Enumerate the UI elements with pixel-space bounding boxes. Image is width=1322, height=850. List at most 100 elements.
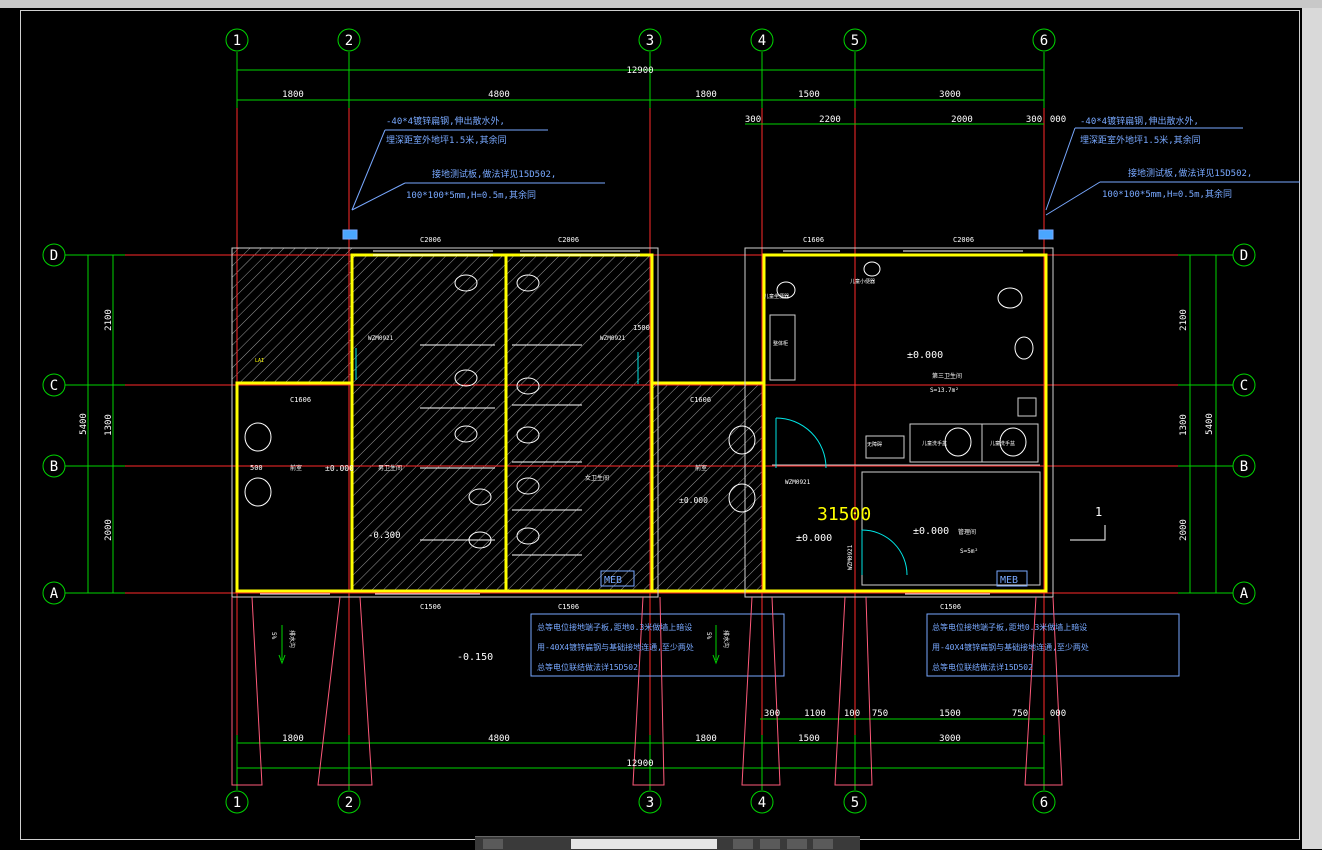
leader-right-mid bbox=[1045, 181, 1101, 216]
label-meb-left: MEB bbox=[604, 575, 622, 586]
label-c1606-top: C1606 bbox=[803, 236, 824, 244]
cabinet-outline bbox=[769, 314, 796, 381]
label-elevation-big: 31500 bbox=[817, 504, 871, 525]
sink-counter-outline bbox=[909, 423, 1039, 463]
label-pct-r: 5% bbox=[705, 632, 712, 640]
axis-label-A-1: A bbox=[1240, 586, 1249, 602]
dim-right-total: 5400 bbox=[1205, 413, 1215, 435]
label-meb-right: MEB bbox=[1000, 575, 1018, 586]
floor-drain bbox=[1017, 397, 1037, 417]
axis-label-D-1: D bbox=[1240, 248, 1248, 264]
dim-sub-top-3: 300 bbox=[1026, 115, 1042, 125]
leader-right-top bbox=[1045, 127, 1076, 211]
dim-sub-bottom-0: 300 bbox=[764, 709, 780, 719]
dim-bottom-1: 4800 bbox=[488, 734, 510, 744]
meb-box-right bbox=[996, 570, 1028, 587]
status-icon-b[interactable] bbox=[733, 839, 753, 849]
axis-label-C-0: C bbox=[50, 378, 58, 394]
meb-box-left bbox=[600, 570, 635, 587]
note-left-top-2: 埋深距室外地坪1.5米,其余同 bbox=[386, 134, 507, 146]
windows bbox=[260, 250, 1023, 595]
dim-total-bottom: 12900 bbox=[626, 759, 653, 769]
note-right-mid-1: 接地测试板,做法详见15D502, bbox=[1128, 167, 1252, 179]
axis-label-1-1: 1 bbox=[233, 795, 241, 811]
wall-room-right bbox=[762, 253, 1048, 593]
foundation-e bbox=[834, 596, 873, 786]
foundation-a bbox=[231, 596, 263, 786]
label-wzm-right2: WZM0921 bbox=[847, 544, 854, 570]
wash-basin-5 bbox=[999, 427, 1027, 457]
axis-bubble-3-1 bbox=[638, 790, 662, 814]
dim-sub-bottom-2: 100 bbox=[844, 709, 860, 719]
note-bottom-left-1: 总等电位接地端子板,距地0.3米做墙上暗设 bbox=[537, 622, 692, 632]
axis-label-2-0: 2 bbox=[345, 33, 353, 49]
label-room-access: 无障碍 bbox=[867, 441, 882, 448]
axis-label-C-1: C bbox=[1240, 378, 1248, 394]
label-slope-l: 排水沟 bbox=[288, 630, 296, 648]
foundation-f bbox=[1024, 596, 1063, 786]
axis-bubble-B-0 bbox=[42, 454, 66, 478]
axis-bubble-6-0 bbox=[1032, 28, 1056, 52]
dim-top-3: 1500 bbox=[798, 90, 820, 100]
wash-basin-2 bbox=[728, 425, 756, 455]
leader-left-mid bbox=[351, 182, 406, 211]
axis-bubble-B-1 bbox=[1232, 454, 1256, 478]
label-elev-left: ±0.000 bbox=[325, 464, 354, 473]
label-elev-4: ±0.000 bbox=[679, 496, 708, 505]
dim-top-0: 1800 bbox=[282, 90, 304, 100]
dim-left-1: 1300 bbox=[104, 414, 114, 436]
label-room-bath-r: 女卫生间 bbox=[585, 474, 609, 482]
label-c2006-c: C2006 bbox=[953, 236, 974, 244]
dim-sub-top-0: 300 bbox=[745, 115, 761, 125]
status-icon-e[interactable] bbox=[813, 839, 833, 849]
door-swings bbox=[355, 348, 908, 576]
axis-label-2-1: 2 bbox=[345, 795, 353, 811]
label-dim-500: 500 bbox=[250, 464, 263, 472]
test-plate-left bbox=[342, 229, 358, 240]
axis-bubble-A-1 bbox=[1232, 581, 1256, 605]
label-elev-1: ±0.000 bbox=[907, 350, 943, 361]
seat-outline bbox=[865, 435, 905, 459]
label-elev-3: ±0.000 bbox=[796, 533, 832, 544]
axis-bubble-D-0 bbox=[42, 243, 66, 267]
axis-bubble-D-1 bbox=[1232, 243, 1256, 267]
label-elev-small: -0.300 bbox=[368, 531, 401, 541]
axis-bubble-4-0 bbox=[750, 28, 774, 52]
section-mark-line bbox=[1070, 525, 1106, 541]
foundation-c bbox=[632, 596, 665, 786]
axis-label-6-1: 6 bbox=[1040, 795, 1048, 811]
label-room-chair: 儿童坐便器 bbox=[764, 293, 789, 300]
note-left-mid-2: 100*100*5mm,H=0.5m,其余同 bbox=[406, 189, 536, 201]
label-dim-1500: 1500 bbox=[633, 324, 650, 332]
label-section: 1 bbox=[1095, 505, 1102, 519]
toilet-2 bbox=[454, 425, 478, 443]
outer-wall-right bbox=[744, 247, 1054, 598]
toilet-4 bbox=[516, 377, 540, 395]
dim-sub-bottom-4: 1500 bbox=[939, 709, 961, 719]
foundation-b bbox=[317, 596, 373, 786]
dim-bottom-3: 1500 bbox=[798, 734, 820, 744]
dim-bottom-0: 1800 bbox=[282, 734, 304, 744]
toilet-7 bbox=[516, 527, 540, 545]
note-left-top-1: -40*4镀锌扁钢,伸出散水外, bbox=[386, 115, 505, 127]
dim-bottom-2: 1800 bbox=[695, 734, 717, 744]
axis-label-A-0: A bbox=[50, 586, 59, 602]
status-icon-a[interactable] bbox=[483, 839, 503, 849]
status-icon-c[interactable] bbox=[760, 839, 780, 849]
note-bottom-left-3: 总等电位联结做法详15D502 bbox=[537, 662, 638, 672]
child-urinal bbox=[863, 261, 881, 277]
label-room-seat: 儿童洗手盆 bbox=[922, 440, 947, 447]
label-wzm-mid: WZM0921 bbox=[600, 335, 626, 342]
plumbing-fixtures bbox=[244, 261, 1034, 556]
urinal bbox=[1014, 336, 1034, 360]
status-icon-d[interactable] bbox=[787, 839, 807, 849]
label-c1606-right: C1606 bbox=[690, 396, 711, 404]
label-area-mgmt: S=5m² bbox=[960, 548, 978, 555]
dim-total-top: 12900 bbox=[626, 66, 653, 76]
status-tab[interactable] bbox=[571, 839, 717, 849]
label-c1606-left: C1606 bbox=[290, 396, 311, 404]
dim-right-0: 2100 bbox=[1179, 309, 1189, 331]
dim-top-2: 1800 bbox=[695, 90, 717, 100]
